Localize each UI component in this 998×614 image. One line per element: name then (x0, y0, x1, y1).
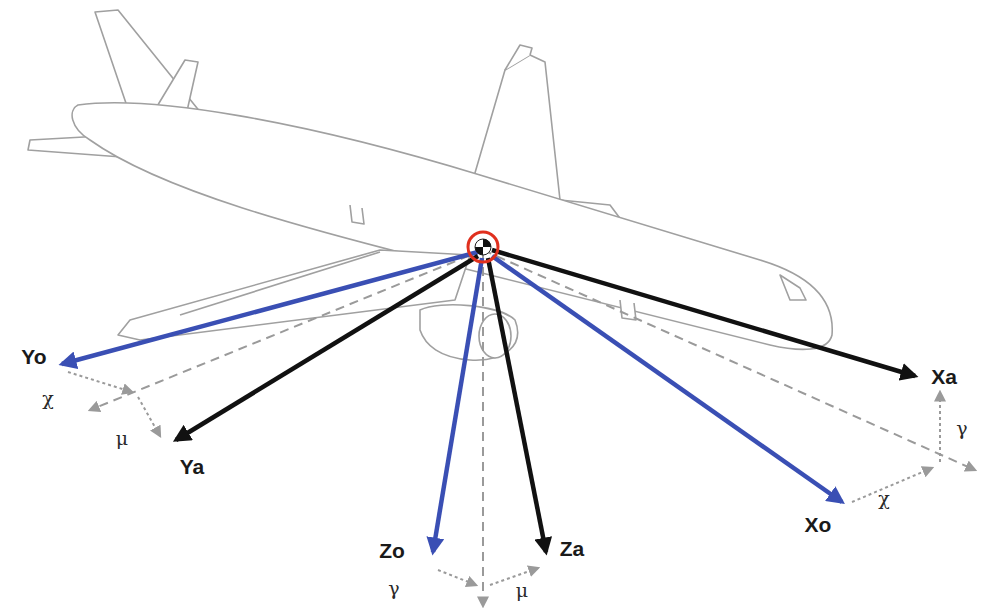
angle-label: γ (388, 579, 399, 598)
axes (62, 250, 915, 552)
winglet (505, 45, 532, 70)
angle-arrow (939, 392, 941, 462)
angle-arrow (438, 570, 476, 585)
yo-axis (62, 252, 478, 364)
zo-axis (433, 258, 482, 552)
horizontal-projection (90, 250, 483, 410)
airplane (28, 10, 832, 360)
angle-arrow (490, 568, 538, 585)
angle-label: μ (116, 429, 128, 448)
cockpit-window (780, 275, 806, 300)
za-axis (488, 258, 546, 552)
axis-label: Xo (805, 514, 832, 535)
angle-arrow (138, 397, 160, 436)
vertical-reference (482, 252, 484, 606)
angle-label: μ (516, 581, 528, 600)
angle-arrow (852, 468, 932, 502)
xa-axis (492, 250, 915, 376)
xo-axis (492, 256, 842, 502)
center-of-gravity (468, 232, 498, 262)
axis-label: Yo (21, 346, 46, 367)
angle-label: χ (878, 489, 890, 508)
axis-label: Ya (180, 456, 205, 477)
ya-axis (176, 256, 478, 440)
door (350, 205, 364, 224)
reference-lines (90, 250, 975, 606)
axis-label: Za (560, 538, 585, 559)
angle-arrow (68, 372, 132, 392)
axis-label: Xa (931, 366, 957, 387)
horizontal-projection (483, 250, 975, 470)
axis-label: Zo (379, 540, 405, 561)
door (620, 300, 636, 320)
angle-label: γ (956, 419, 967, 438)
angle-label: χ (42, 389, 54, 408)
